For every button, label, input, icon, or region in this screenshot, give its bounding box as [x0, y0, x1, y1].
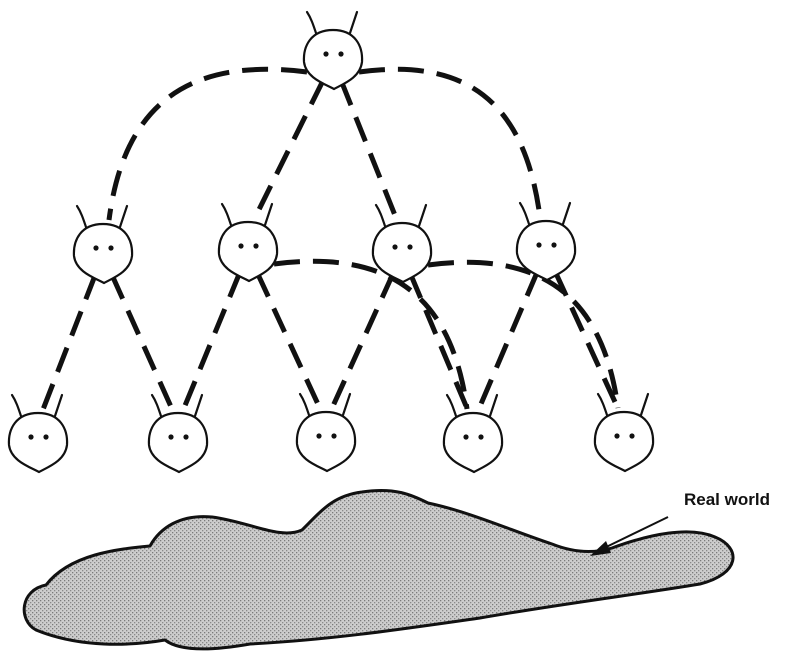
edge-mid-4-to-bottom-5 [553, 270, 621, 410]
antenna-right [262, 202, 274, 230]
pointer-arrow-head [590, 541, 611, 556]
node-head [442, 411, 504, 474]
node-bottom-4 [442, 393, 504, 474]
antenna-left [75, 204, 89, 232]
antenna-right [52, 393, 64, 421]
edges-layer [40, 66, 621, 411]
node-head [147, 411, 209, 474]
real-world-blob [22, 488, 735, 651]
eye-right [407, 244, 413, 250]
antenna-left [596, 392, 610, 420]
eye-right [108, 245, 114, 251]
node-bottom-3 [295, 392, 357, 473]
edge-mid-2-to-bottom-3 [255, 271, 323, 410]
eye-left [536, 242, 542, 248]
antenna-right [638, 392, 650, 420]
pointer-arrow-line [597, 516, 669, 552]
edge-top-to-mid-2 [252, 79, 326, 220]
edge-mid-1-to-bottom-1 [40, 274, 98, 410]
antenna-left [445, 393, 459, 421]
node-bottom-5 [593, 392, 655, 473]
antenna-right [560, 201, 572, 229]
edge-mid-1-to-bottom-2 [109, 273, 175, 411]
antenna-left [150, 393, 164, 421]
eye-right [629, 433, 635, 439]
eye-right [183, 434, 189, 440]
nodes-layer [7, 10, 655, 474]
edge-top-to-mid-3 [338, 80, 399, 220]
eye-right [331, 433, 337, 439]
eye-right [338, 51, 344, 57]
antenna-left [10, 393, 24, 421]
eye-left [463, 434, 469, 440]
node-head [371, 221, 433, 284]
antenna-right [487, 393, 499, 421]
node-head [302, 28, 364, 91]
antenna-left [518, 201, 532, 229]
node-bottom-2 [147, 393, 209, 474]
real-world-label: Real world [684, 490, 770, 509]
edge-mid-2-to-bottom-2 [181, 272, 242, 410]
real-world-pointer: Real world [590, 490, 770, 556]
edge-mid-3-to-bottom-3 [329, 272, 396, 410]
eye-left [614, 433, 620, 439]
node-mid-2 [217, 202, 279, 283]
edge-top-to-mid-4 [358, 66, 543, 218]
eye-left [168, 434, 174, 440]
eye-left [238, 243, 244, 249]
eye-right [478, 434, 484, 440]
node-head [295, 410, 357, 473]
node-head [7, 411, 69, 474]
real-world-region [22, 488, 735, 651]
antenna-left [220, 202, 234, 230]
antenna-right [416, 203, 428, 231]
antenna-left [305, 10, 319, 38]
eye-right [43, 434, 49, 440]
eye-left [392, 244, 398, 250]
node-head [72, 222, 134, 285]
node-head [217, 220, 279, 283]
edge-mid-2-to-bottom-4 [273, 258, 470, 410]
eye-right [551, 242, 557, 248]
node-mid-4 [515, 201, 577, 282]
eye-left [323, 51, 329, 57]
antenna-right [340, 392, 352, 420]
node-mid-3 [371, 203, 433, 284]
node-bottom-1 [7, 393, 69, 474]
node-top [302, 10, 364, 91]
edge-top-to-mid-1 [106, 66, 308, 221]
eye-right [253, 243, 259, 249]
eye-left [316, 433, 322, 439]
antenna-left [374, 203, 388, 231]
edge-mid-3-to-bottom-4 [408, 273, 470, 410]
edge-mid-4-to-bottom-4 [476, 271, 540, 410]
node-head [593, 410, 655, 473]
node-head [515, 219, 577, 282]
antenna-left [298, 392, 312, 420]
antenna-right [117, 204, 129, 232]
node-mid-1 [72, 204, 134, 285]
antenna-right [347, 10, 359, 38]
antenna-right [192, 393, 204, 421]
eye-left [28, 434, 34, 440]
eye-left [93, 245, 99, 251]
